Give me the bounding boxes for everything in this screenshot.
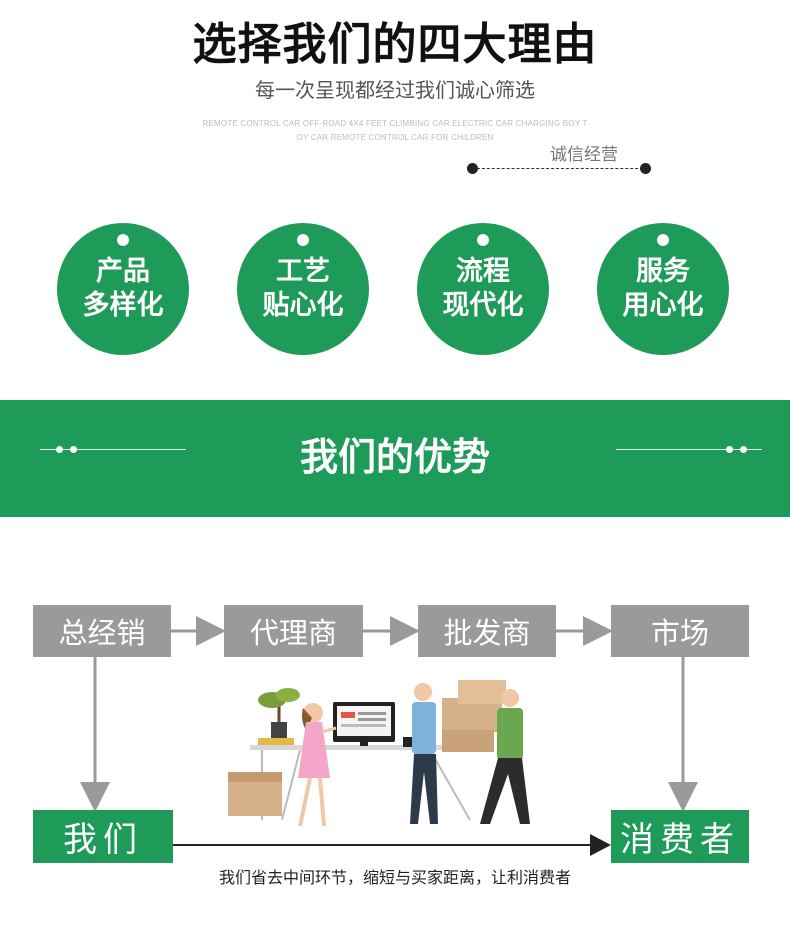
reason-line-1: 流程	[456, 256, 510, 287]
tag-hole	[117, 234, 129, 246]
flow-caption: 我们省去中间环节，缩短与买家距离，让利消费者	[218, 868, 571, 887]
reason-line-1: 服务	[636, 256, 690, 287]
reason-line-2: 用心化	[622, 290, 704, 321]
band-dot	[740, 446, 747, 453]
advantage-title: 我们的优势	[299, 435, 490, 479]
advantage-band	[0, 400, 790, 517]
chain-box-market: 市场	[611, 605, 749, 657]
tag-hole	[657, 234, 669, 246]
dotted-divider	[472, 168, 648, 169]
reason-circle-4: 服务 用心化	[597, 223, 729, 355]
divider-dot-right	[640, 163, 651, 174]
arrow-us-consumer-head	[590, 834, 611, 856]
page-title: 选择我们的四大理由	[192, 19, 598, 70]
integrity-label: 诚信经营	[550, 145, 618, 165]
band-dot	[70, 446, 77, 453]
divider-dot-left	[467, 163, 478, 174]
reason-circle-2: 工艺 贴心化	[237, 223, 369, 355]
band-dot	[56, 446, 63, 453]
reason-line-2: 多样化	[82, 290, 164, 321]
page-subtitle: 每一次呈现都经过我们诚心筛选	[255, 78, 535, 102]
reason-line-2: 贴心化	[262, 290, 344, 321]
consumer-box: 消费者	[611, 810, 749, 863]
delivery-illustration	[228, 680, 530, 827]
reason-line-2: 现代化	[442, 290, 524, 321]
band-line-left	[40, 449, 186, 450]
reason-circle-1: 产品 多样化	[57, 223, 189, 355]
english-tagline-1: REMOTE CONTROL CAR OFF-ROAD 4X4 FEET CLI…	[202, 119, 588, 128]
chain-box-distributor: 总经销	[33, 605, 171, 657]
reason-line-1: 工艺	[276, 256, 330, 287]
reason-circle-3: 流程 现代化	[417, 223, 549, 355]
band-dot	[726, 446, 733, 453]
tag-hole	[477, 234, 489, 246]
reason-line-1: 产品	[96, 256, 150, 287]
chain-box-agent: 代理商	[224, 605, 363, 657]
band-line-right	[616, 449, 762, 450]
chain-box-wholesaler: 批发商	[418, 605, 556, 657]
english-tagline-2: OY CAR REMOTE CONTROL CAR FOR CHILDREN	[296, 133, 494, 142]
tag-hole	[297, 234, 309, 246]
us-box: 我们	[33, 810, 173, 863]
